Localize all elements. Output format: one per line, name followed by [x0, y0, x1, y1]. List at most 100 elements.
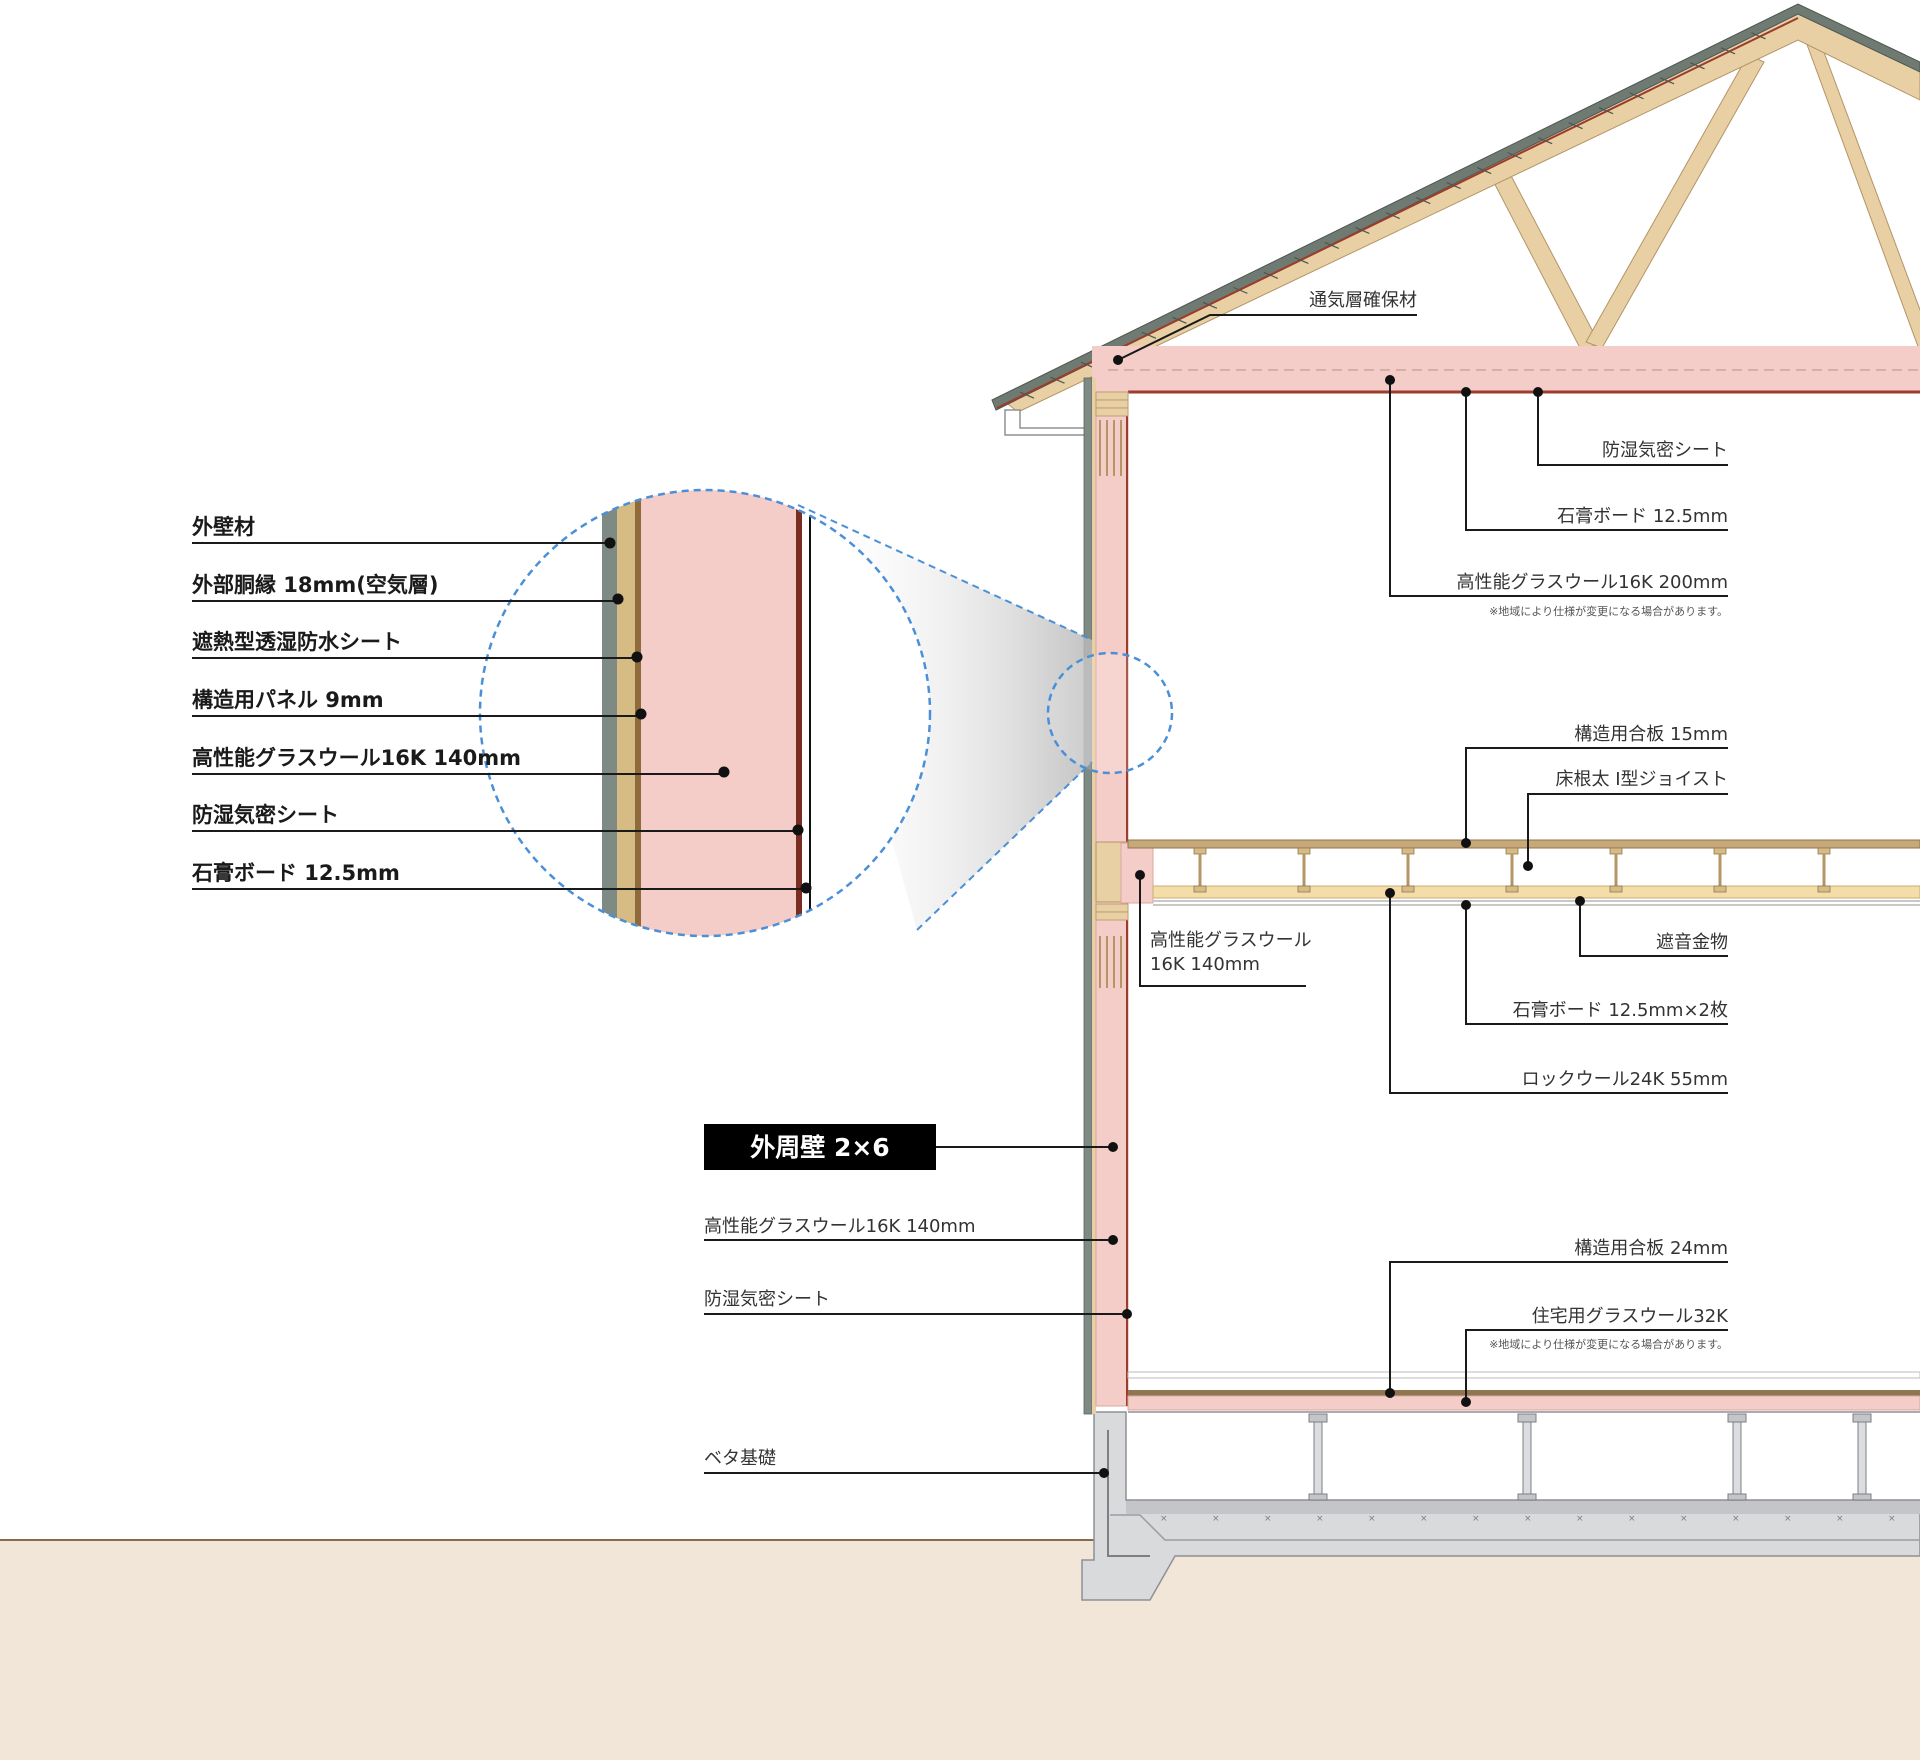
i-joist-flange	[1817, 885, 1831, 893]
label-floor-plywood-15: 構造用合板 15mm	[1574, 724, 1728, 745]
rebar-mark: ×	[1732, 1514, 1740, 1524]
shingle-tick	[1507, 152, 1522, 160]
rebar-mark: ×	[1160, 1514, 1168, 1524]
i-joist-flange	[1713, 885, 1727, 893]
post-head	[1852, 1413, 1872, 1423]
note-roof-region: ※地域により仕様が変更になる場合があります。	[1489, 604, 1728, 618]
label-floor-insulation: 住宅用グラスウール32K	[1532, 1306, 1730, 1327]
i-joist-flange	[1193, 885, 1207, 893]
i-joist-flange	[1505, 885, 1519, 893]
label-ceiling-board: 石膏ボード 12.5mm	[1557, 505, 1728, 527]
shingle-tick	[1141, 331, 1157, 339]
shingle-tick	[1019, 391, 1035, 399]
rebar-mark: ×	[1628, 1514, 1636, 1524]
shingle-tick	[1172, 316, 1187, 324]
shingle-tick	[1751, 32, 1766, 40]
rebar-mark: ×	[1368, 1514, 1376, 1524]
wall-mid-plates	[1095, 420, 1129, 988]
post-head	[1727, 1413, 1747, 1423]
i-joist-flange	[1505, 847, 1519, 855]
label-gypsum-board: 石膏ボード 12.5mm	[191, 861, 400, 885]
label-roof-vapor-sheet: 防湿気密シート	[1602, 440, 1728, 461]
label-vapor-sheet: 防湿気密シート	[192, 803, 339, 827]
ceiling-insulation	[1092, 346, 1920, 392]
label-i-joist: 床根太 I型ジョイスト	[1556, 769, 1729, 790]
shingle-tick	[1050, 376, 1065, 384]
post-shaft	[1313, 1421, 1323, 1495]
label-wall-insulation: 高性能グラスウール16K 140mm	[192, 746, 521, 770]
shingle-tick	[1720, 47, 1736, 55]
label-rockwool: ロックウール24K 55mm	[1522, 1069, 1728, 1090]
post-head	[1517, 1413, 1537, 1423]
exterior-wall	[1083, 377, 1154, 1415]
post-base	[1852, 1493, 1872, 1501]
i-joist-flange	[1297, 885, 1311, 893]
shingle-tick	[1476, 167, 1492, 175]
i-joist-flange	[1609, 885, 1623, 893]
rebar-mark: ×	[1212, 1514, 1220, 1524]
shingle-tick	[1324, 241, 1340, 250]
shingle-tick	[1659, 77, 1675, 85]
roof-labels: 通気層確保材 防湿気密シート 石膏ボード 12.5mm 高性能グラスウール16K…	[1113, 290, 1728, 618]
label-mat-foundation: ベタ基礎	[704, 1448, 776, 1469]
shingle-tick	[1202, 301, 1218, 309]
plate	[1095, 399, 1129, 409]
i-joist-flange	[1817, 847, 1831, 855]
note-floor-region: ※地域により仕様が変更になる場合があります。	[1489, 1337, 1728, 1351]
label-wall-vapor-sheet-1f: 防湿気密シート	[704, 1289, 830, 1310]
rebar-mark: ×	[1836, 1514, 1844, 1524]
wall-type-tag-label: 外周壁 2×6	[750, 1133, 889, 1162]
shingle-tick	[1233, 286, 1248, 294]
shingle-tick	[1598, 107, 1614, 115]
shingle-tick	[1416, 196, 1431, 205]
wall-top-plates	[1095, 391, 1129, 417]
floor-support-posts	[1308, 1413, 1872, 1501]
second-floor-system	[1127, 839, 1920, 906]
label-rim-insulation-1: 高性能グラスウール	[1150, 930, 1312, 951]
rebar-mark: ×	[1316, 1514, 1324, 1524]
shingle-tick	[1537, 137, 1553, 145]
label-outer-siding: 外壁材	[192, 515, 255, 539]
label-floor-plywood-24: 構造用合板 24mm	[1574, 1238, 1728, 1259]
shingle-tick	[1629, 92, 1644, 100]
foundation-labels: ベタ基礎	[704, 1448, 1109, 1478]
plate	[1095, 911, 1129, 921]
label-furring: 外部胴縁 18mm(空気層)	[192, 573, 439, 597]
plate	[1095, 391, 1129, 401]
shingle-tick	[1568, 122, 1583, 130]
plate	[1095, 903, 1129, 913]
label-membrane: 遮熱型透湿防水シート	[192, 630, 402, 654]
rebar-mark: ×	[1888, 1514, 1896, 1524]
shingle-tick	[1446, 182, 1461, 190]
wall-labels: 外周壁 2×6 高性能グラスウール16K 140mm 防湿気密シート	[704, 1124, 1132, 1319]
label-sound-hanger: 遮音金物	[1656, 932, 1728, 953]
rebar-mark: ×	[1420, 1514, 1428, 1524]
first-floor-system	[1127, 1371, 1920, 1413]
rebar-mark: ×	[1472, 1514, 1480, 1524]
shingle-tick	[1263, 271, 1279, 279]
i-joist-flange	[1401, 885, 1415, 893]
post-shaft	[1732, 1421, 1742, 1495]
rebar-mark: ×	[1784, 1514, 1792, 1524]
label-wall-insulation-1f: 高性能グラスウール16K 140mm	[704, 1216, 976, 1237]
zoom-source-circle	[1046, 651, 1174, 775]
label-ceiling-board-2x: 石膏ボード 12.5mm×2枚	[1513, 999, 1728, 1021]
i-joist-flange	[1193, 847, 1207, 855]
post-base	[1308, 1493, 1328, 1501]
shingle-tick	[1294, 256, 1309, 264]
i-joist-flange	[1609, 847, 1623, 855]
rebar-mark: ×	[1576, 1514, 1584, 1524]
post-shaft	[1522, 1421, 1532, 1495]
shingle-tick	[1385, 211, 1401, 220]
rebar-mark: ×	[1524, 1514, 1532, 1524]
shingle-tick	[1355, 226, 1370, 235]
rebar-mark: ×	[1264, 1514, 1272, 1524]
ground	[0, 1540, 1920, 1760]
post-base	[1727, 1493, 1747, 1501]
plate	[1095, 407, 1129, 417]
wall-detail-labels: 外壁材 外部胴縁 18mm(空気層) 遮熱型透湿防水シート 構造用パネル 9mm…	[191, 515, 812, 894]
rebar-mark: ×	[1680, 1514, 1688, 1524]
wall-type-tag	[704, 1124, 936, 1170]
i-joists	[1193, 847, 1831, 893]
